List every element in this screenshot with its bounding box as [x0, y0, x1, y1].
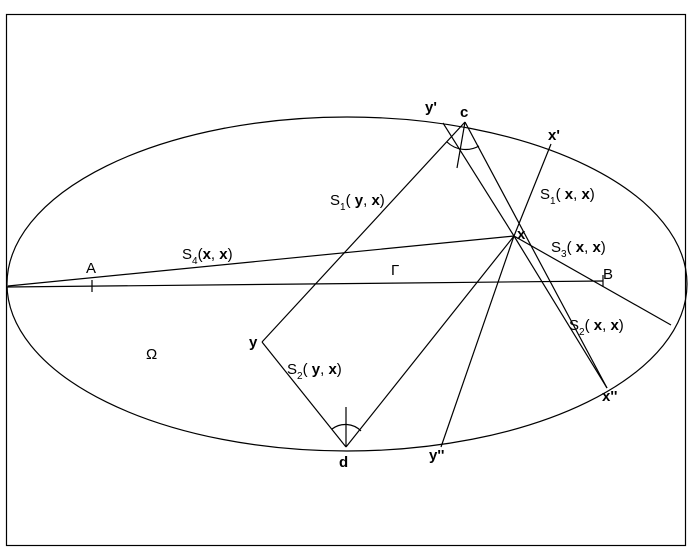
- label-s2-yx: S2( y, x): [287, 361, 342, 382]
- label-omega: Ω: [146, 346, 157, 363]
- label-y-dprime: y'': [429, 447, 444, 464]
- label-gamma: Γ: [391, 262, 399, 279]
- domain-ellipse: [6, 116, 688, 452]
- line-c-xdprime: [464, 121, 608, 389]
- line-y-d: [261, 341, 347, 448]
- ray-s1-xx: [513, 143, 552, 237]
- label-y-prime: y': [425, 99, 437, 116]
- ray-s4: [7, 235, 515, 287]
- ray-x-ydprime: [440, 235, 515, 448]
- label-x: x: [517, 226, 526, 243]
- line-d-x: [345, 235, 515, 448]
- ray-s2-xx: [513, 235, 608, 389]
- label-s2-xx: S2( x, x): [569, 317, 624, 338]
- label-x-prime: x': [548, 127, 560, 144]
- label-c: c: [460, 104, 468, 121]
- label-d: d: [339, 454, 348, 471]
- line-c-y: [261, 121, 466, 343]
- angle-arc-d: [331, 423, 362, 432]
- label-s3-xx: S3( x, x): [551, 239, 606, 260]
- label-B: B: [603, 266, 613, 283]
- label-s1-yx: S1( y, x): [330, 192, 385, 213]
- angle-arc-c: [446, 141, 480, 151]
- label-s1-xx: S1( x, x): [540, 186, 595, 207]
- label-y: y: [249, 334, 258, 351]
- segment-gamma: [6, 280, 604, 288]
- line-yprime-x: [442, 122, 515, 237]
- label-s4-xx: S4(x, x): [182, 246, 233, 267]
- ray-s3: [513, 235, 672, 326]
- label-x-dprime: x'': [602, 388, 617, 405]
- normal-at-c: [456, 121, 466, 169]
- label-A: A: [86, 260, 96, 277]
